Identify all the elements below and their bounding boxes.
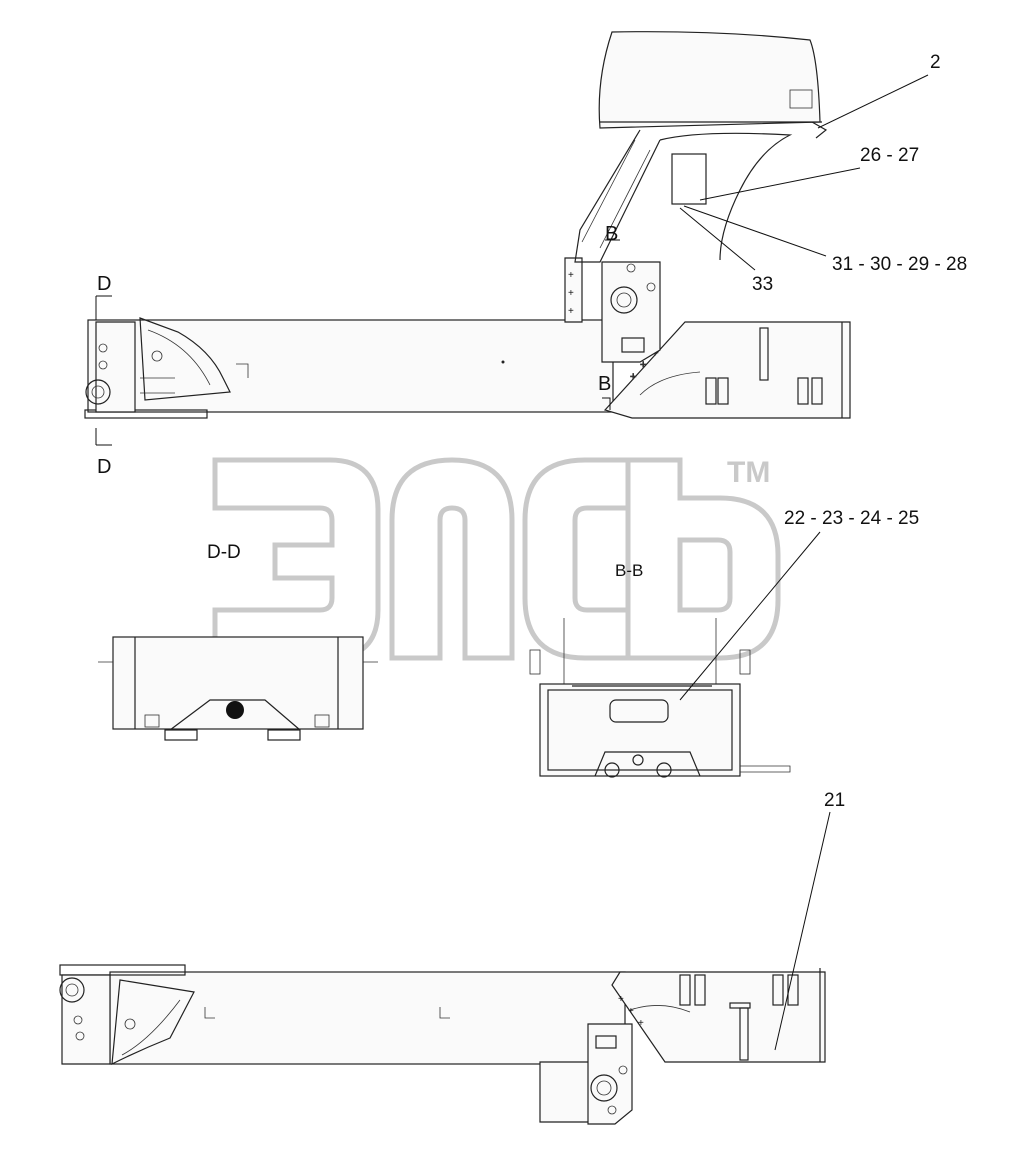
svg-text:+: + xyxy=(568,288,574,299)
callouts: 2 26 - 27 31 - 30 - 29 - 28 33 22 - 23 -… xyxy=(752,52,967,811)
section-b-top: B xyxy=(605,223,618,245)
section-d-bottom: D xyxy=(97,456,111,478)
svg-text:+: + xyxy=(568,306,574,317)
cab-outline: B xyxy=(574,31,828,263)
beam-right-section: + + + xyxy=(603,321,851,419)
svg-text:+: + xyxy=(638,1018,644,1029)
callout-33: 33 xyxy=(752,274,773,295)
callout-31-28: 31 - 30 - 29 - 28 xyxy=(832,254,967,275)
section-view-bb-label: B-B xyxy=(615,561,643,580)
svg-text:+: + xyxy=(630,371,636,383)
svg-text:+: + xyxy=(628,1006,634,1017)
lower-bracket xyxy=(539,1023,633,1125)
callout-26-27: 26 - 27 xyxy=(860,145,919,166)
section-view-bb: B-B xyxy=(529,561,791,778)
callout-21: 21 xyxy=(824,790,845,811)
section-d-top: D xyxy=(97,273,111,295)
upstand-bracket: + + + B xyxy=(564,257,661,410)
section-view-dd-label: D-D xyxy=(207,542,241,563)
beam-bottom-view xyxy=(59,964,626,1066)
svg-text:+: + xyxy=(640,359,646,371)
svg-text:+: + xyxy=(568,270,574,281)
watermark-trademark: TM xyxy=(727,456,770,489)
beam-bottom-right: + + + xyxy=(611,968,826,1063)
watermark-logo: TM xyxy=(212,456,781,661)
section-view-dd: D-D xyxy=(98,542,378,741)
callout-2: 2 xyxy=(930,52,941,73)
beam-top-view: D D xyxy=(84,273,614,478)
callout-22-25: 22 - 23 - 24 - 25 xyxy=(784,508,919,529)
svg-text:+: + xyxy=(618,994,624,1005)
section-b-bottom: B xyxy=(598,373,611,395)
leader-lines xyxy=(679,74,929,1051)
